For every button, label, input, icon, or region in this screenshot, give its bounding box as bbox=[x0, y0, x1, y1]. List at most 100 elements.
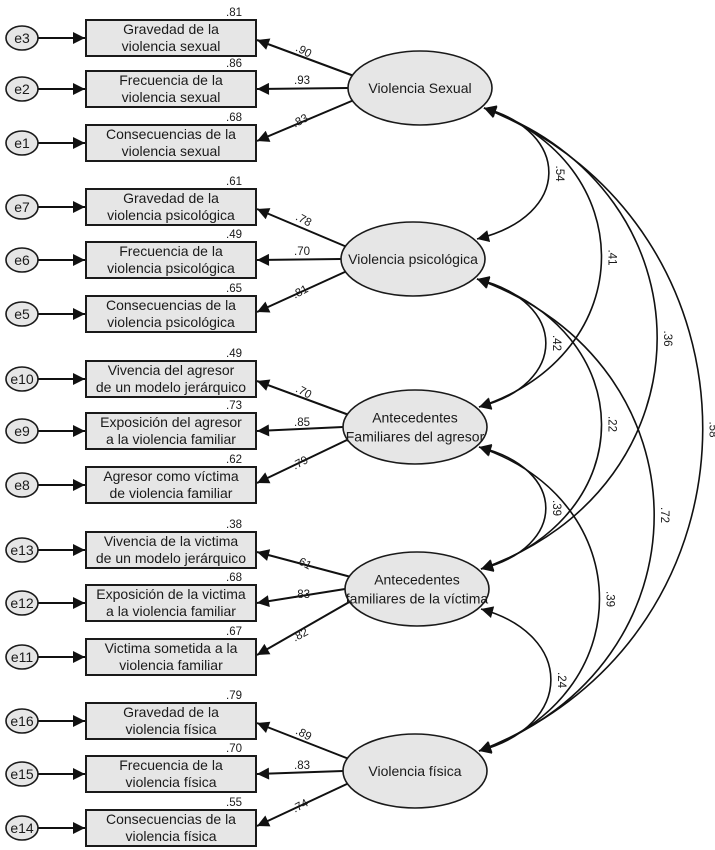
r-squared-label: .67 bbox=[226, 626, 242, 638]
error-term-e3: e3 bbox=[5, 25, 39, 51]
correlation-label: .36 bbox=[661, 331, 673, 347]
error-circle bbox=[5, 590, 39, 616]
path-layer: .90.93.83.78.70.81.70.85.79.61.83.82.89.… bbox=[38, 32, 355, 834]
correlation-layer: .54.41.36.58.42.22.72.39.39.24 bbox=[476, 105, 715, 754]
indicator-label: Frecuencia de la bbox=[119, 72, 223, 88]
indicator-box bbox=[85, 295, 257, 333]
r-squared-label: .70 bbox=[226, 743, 242, 755]
loading-arrow bbox=[256, 379, 350, 416]
error-label: e5 bbox=[14, 306, 30, 322]
indicator-label: violencia sexual bbox=[122, 143, 221, 159]
loading-label: .83 bbox=[294, 589, 310, 601]
latent-label: familiares de la víctima bbox=[346, 591, 489, 607]
indicator-label: Gravedad de la bbox=[123, 704, 219, 720]
indicator-box bbox=[85, 584, 257, 622]
error-term-e5: e5 bbox=[5, 301, 39, 327]
loading-arrow bbox=[256, 588, 346, 608]
error-circle bbox=[5, 815, 39, 841]
latent-ellipse bbox=[342, 733, 488, 809]
r-squared-label: .79 bbox=[226, 690, 242, 702]
error-label: e13 bbox=[10, 542, 34, 558]
indicator-label: Consecuencias de la bbox=[106, 126, 236, 142]
latent-label: Violencia psicológica bbox=[348, 251, 478, 267]
r-squared-label: .38 bbox=[226, 519, 242, 531]
correlation-label: .72 bbox=[658, 507, 670, 523]
r-squared-label: .81 bbox=[226, 7, 242, 19]
latent-factor-vs: Violencia Sexual bbox=[347, 50, 493, 126]
indicator-label: Consecuencias de la bbox=[106, 811, 236, 827]
latent-ellipse bbox=[342, 389, 488, 465]
error-label: e1 bbox=[14, 135, 30, 151]
error-circle bbox=[5, 25, 39, 51]
error-label: e3 bbox=[14, 30, 30, 46]
indicator-label: violencia física bbox=[125, 721, 216, 737]
loading-arrow bbox=[256, 82, 349, 95]
indicator-label: de un modelo jerárquico bbox=[96, 379, 246, 395]
latent-ellipse bbox=[347, 50, 493, 126]
error-circle bbox=[5, 76, 39, 102]
indicator-label: de un modelo jerárquico bbox=[96, 550, 246, 566]
error-term-e11: e11 bbox=[5, 644, 39, 670]
loading-label: .81 bbox=[291, 283, 311, 301]
indicator-label: violencia física bbox=[125, 774, 216, 790]
error-label: e2 bbox=[14, 81, 30, 97]
indicator-box bbox=[85, 755, 257, 793]
latent-ellipse bbox=[344, 551, 490, 627]
latent-label: Antecedentes bbox=[374, 572, 460, 588]
correlation-curve bbox=[478, 106, 704, 753]
correlation-curve bbox=[478, 444, 547, 572]
loading-label: .93 bbox=[294, 75, 310, 87]
r-squared-label: .55 bbox=[226, 797, 242, 809]
loading-label: .74 bbox=[291, 797, 311, 815]
loading-label: .83 bbox=[294, 760, 310, 772]
latent-label: Violencia Sexual bbox=[368, 80, 471, 96]
indicator-box bbox=[85, 19, 257, 57]
error-label: e6 bbox=[14, 252, 30, 268]
indicator-label: Frecuencia de la bbox=[119, 757, 223, 773]
loading-arrow bbox=[256, 600, 352, 656]
loading-arrow bbox=[256, 424, 344, 437]
loading-arrow bbox=[256, 208, 348, 248]
correlation-label: .54 bbox=[553, 166, 565, 183]
correlation-label: .41 bbox=[605, 250, 617, 266]
indicator-box bbox=[85, 702, 257, 740]
indicator-label: Consecuencias de la bbox=[106, 297, 236, 313]
indicator-label: Agresor como víctima bbox=[103, 468, 239, 484]
loading-arrow bbox=[256, 253, 342, 266]
indicator-label: violencia psicológica bbox=[107, 260, 235, 276]
indicator-box bbox=[85, 360, 257, 398]
r-squared-label: .86 bbox=[226, 58, 242, 70]
correlation-label: .39 bbox=[550, 500, 562, 516]
latent-label: Antecedentes bbox=[372, 410, 458, 426]
latent-label: Familiares del agresor bbox=[346, 429, 485, 445]
loading-arrow bbox=[256, 549, 352, 578]
error-circle bbox=[5, 194, 39, 220]
indicator-label: violencia psicológica bbox=[107, 207, 235, 223]
error-term-e2: e2 bbox=[5, 76, 39, 102]
loading-arrow bbox=[256, 99, 355, 142]
r-squared-label: .65 bbox=[226, 283, 242, 295]
error-term-e16: e16 bbox=[5, 708, 39, 734]
loading-label: .82 bbox=[291, 626, 311, 644]
error-label: e9 bbox=[14, 423, 30, 439]
r-squared-label: .73 bbox=[226, 400, 242, 412]
error-circle bbox=[5, 644, 39, 670]
indicator-label: Exposición del agresor bbox=[100, 414, 242, 430]
loading-arrow bbox=[256, 767, 344, 780]
indicator-label: violencia sexual bbox=[122, 89, 221, 105]
indicator-label: a la violencia familiar bbox=[106, 431, 236, 447]
error-label: e8 bbox=[14, 477, 30, 493]
correlation-curve bbox=[476, 277, 655, 753]
indicator-box bbox=[85, 188, 257, 226]
indicator-label: Gravedad de la bbox=[123, 21, 219, 37]
